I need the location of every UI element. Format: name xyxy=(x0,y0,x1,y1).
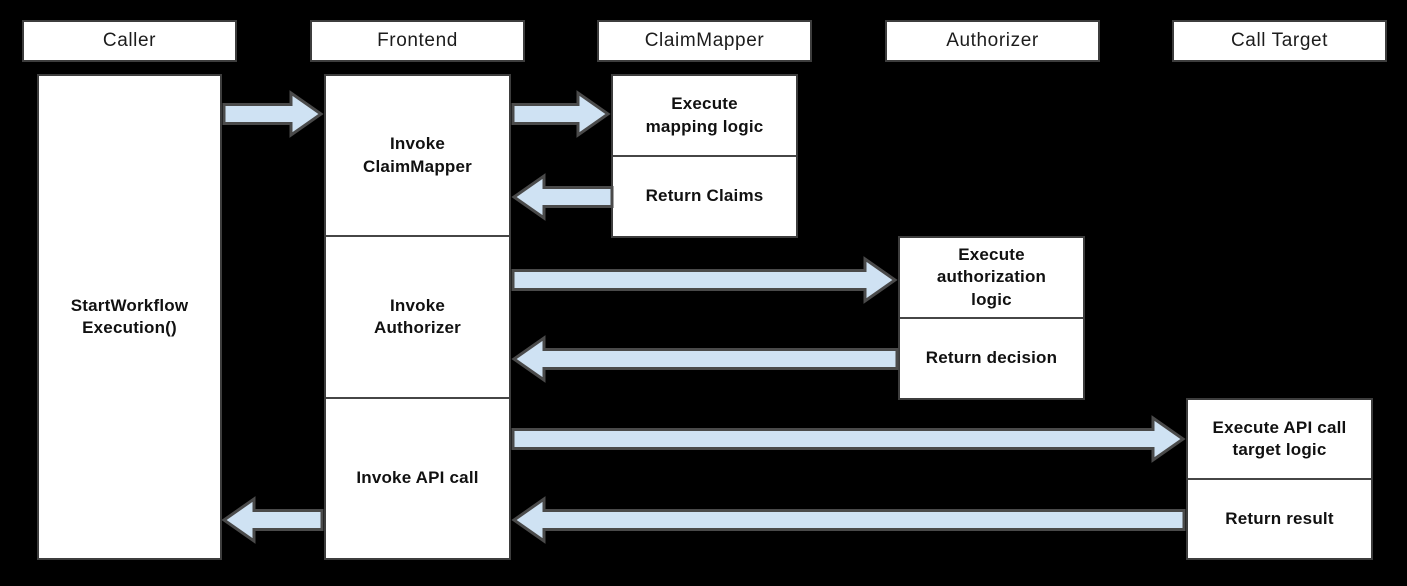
section-invoke-claimmapper: Invoke ClaimMapper xyxy=(363,134,472,176)
section-return-result: Return result xyxy=(1188,478,1371,558)
activation-authorizer: Execute authorization logic Return decis… xyxy=(898,236,1085,400)
section-execute-mapping-logic: Execute mapping logic xyxy=(645,94,764,136)
section-return-claims: Return Claims xyxy=(613,155,796,236)
activation-caller: StartWorkflow Execution() xyxy=(37,74,222,560)
arrow-frontend-to-calltarget xyxy=(511,415,1186,463)
arrow-frontend-to-caller xyxy=(221,496,324,544)
lane-header-caller: Caller xyxy=(22,20,237,62)
arrow-claimmapper-to-frontend xyxy=(511,173,614,221)
lane-header-claimmapper: ClaimMapper xyxy=(597,20,812,62)
arrow-caller-to-frontend xyxy=(222,90,324,138)
arrow-authorizer-to-frontend xyxy=(511,335,899,383)
section-invoke-api-call: Invoke API call xyxy=(326,396,509,558)
section-execute-authorization-logic: Execute authorization logic xyxy=(936,244,1047,309)
arrow-calltarget-to-frontend xyxy=(511,496,1186,544)
lane-header-authorizer: Authorizer xyxy=(885,20,1100,62)
arrow-frontend-to-claimmapper xyxy=(511,90,611,138)
lane-header-calltarget: Call Target xyxy=(1172,20,1387,62)
section-return-decision: Return decision xyxy=(900,317,1083,398)
lane-header-frontend: Frontend xyxy=(310,20,525,62)
activation-claimmapper: Execute mapping logic Return Claims xyxy=(611,74,798,238)
activation-frontend: Invoke ClaimMapper Invoke Authorizer Inv… xyxy=(324,74,511,560)
arrow-frontend-to-authorizer xyxy=(511,256,898,304)
section-execute-api-call-target-logic: Execute API call target logic xyxy=(1212,417,1347,459)
activation-calltarget: Execute API call target logic Return res… xyxy=(1186,398,1373,560)
section-startworkflowexecution: StartWorkflow Execution() xyxy=(70,295,189,337)
section-invoke-authorizer: Invoke Authorizer xyxy=(326,235,509,396)
